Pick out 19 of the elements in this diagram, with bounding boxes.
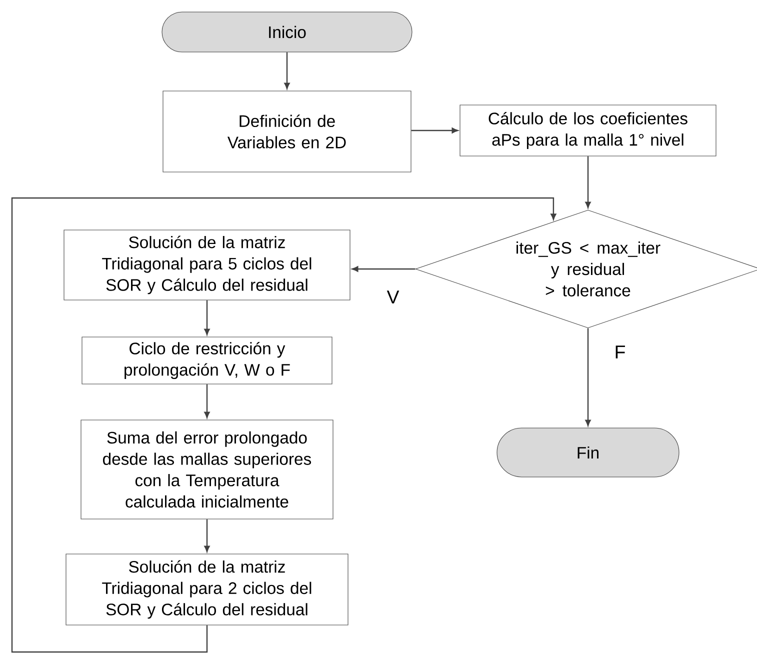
arrow [284,52,290,90]
arrow [585,328,591,426]
arrow [411,128,458,134]
edge-label: V [385,289,401,305]
arrow [11,197,556,653]
arrow [204,300,210,336]
process-box: Definición de Variables en 2D [162,90,412,172]
terminal-box: Inicio [162,12,412,52]
process-box: Cálculo de los coeficientes aPs para la malla 1° nivel [460,104,716,156]
terminal-box: Fin [496,428,680,478]
process-box: Suma del error prolongado desde las mallas superiores con la Temperatura calculada inicialmente [80,420,334,520]
arrow [352,266,416,272]
process-box: Solución de la matriz Tridiagonal para 5 ciclos del SOR y Cálculo del residual [64,230,350,300]
arrow [585,156,591,208]
edge-label: F [612,344,628,360]
arrow [204,384,210,418]
process-box: Solución de la matriz Tridiagonal para 2 ciclos del SOR y Cálculo del residual [66,554,348,626]
process-box: Ciclo de restricción y prolongación V, W o F [82,336,332,384]
arrow [204,519,210,552]
